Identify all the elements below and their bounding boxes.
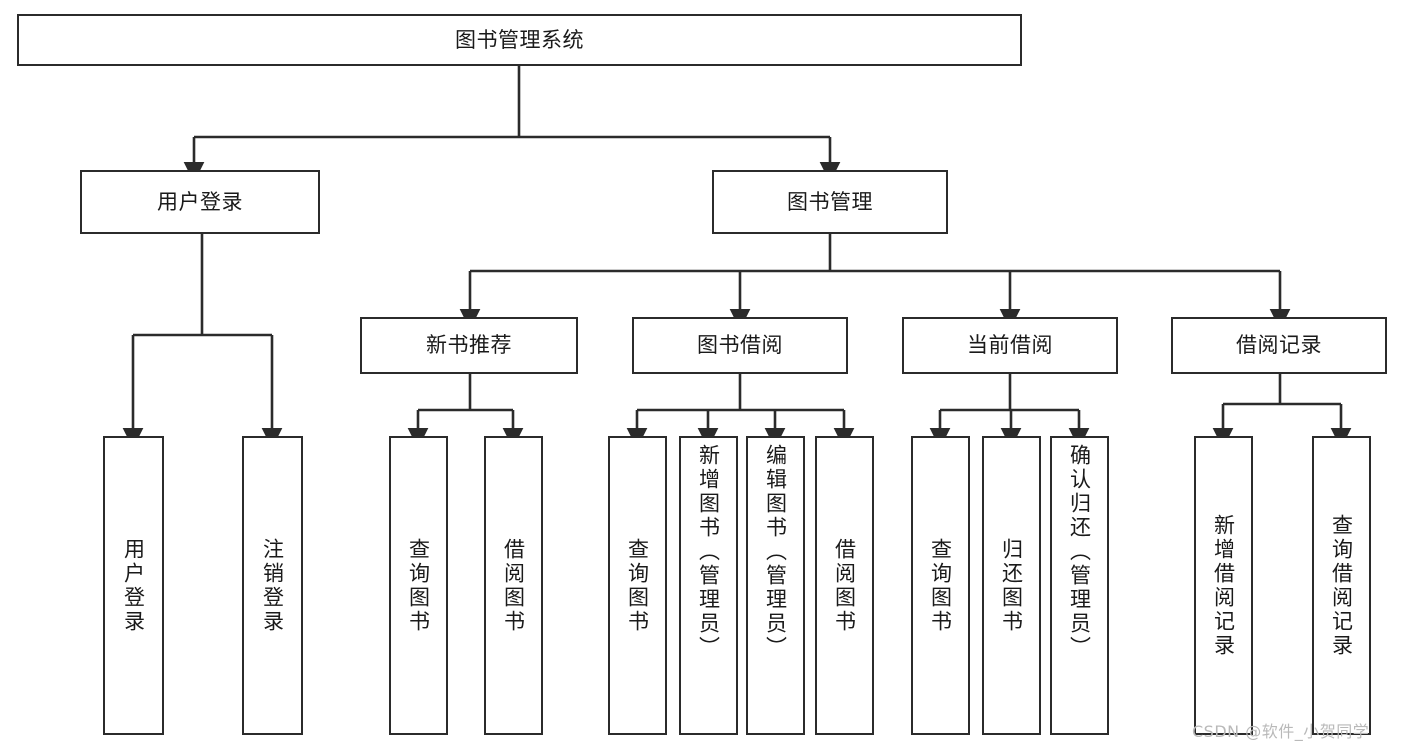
node-label: 查询图书	[625, 537, 650, 634]
leaf-edit-book-admin[interactable]: 编辑图书（管理员）	[746, 436, 805, 735]
edges-newbookrec-to-leaves	[407, 374, 524, 449]
node-label: 查询图书	[406, 537, 431, 634]
edges-bookborrow-to-leaves	[626, 374, 855, 449]
leaf-query-book-recommend[interactable]: 查询图书	[389, 436, 448, 735]
node-label: 图书借阅	[697, 333, 783, 358]
edges-bookmanage-to-level3	[459, 234, 1291, 330]
node-label: 确认归还（管理员）	[1067, 444, 1092, 660]
node-user-login[interactable]: 用户登录	[80, 170, 320, 234]
node-label: 借阅图书	[832, 537, 857, 634]
node-label: 新增图书（管理员）	[696, 444, 721, 660]
node-label: 注销登录	[260, 537, 285, 634]
leaf-return-book[interactable]: 归还图书	[982, 436, 1041, 735]
leaf-confirm-return-admin[interactable]: 确认归还（管理员）	[1050, 436, 1109, 735]
leaf-query-book-current[interactable]: 查询图书	[911, 436, 970, 735]
leaf-add-borrow-record[interactable]: 新增借阅记录	[1194, 436, 1253, 735]
node-borrow-record[interactable]: 借阅记录	[1171, 317, 1387, 374]
node-book-borrow[interactable]: 图书借阅	[632, 317, 848, 374]
leaf-add-book-admin[interactable]: 新增图书（管理员）	[679, 436, 738, 735]
node-label: 查询图书	[928, 537, 953, 634]
node-new-book-recommend[interactable]: 新书推荐	[360, 317, 578, 374]
node-label: 用户登录	[157, 189, 243, 214]
leaf-borrow-book-borrow[interactable]: 借阅图书	[815, 436, 874, 735]
edges-root-to-level2	[183, 66, 841, 183]
csdn-watermark: CSDN @软件_小贺同学	[1192, 722, 1370, 741]
node-root-system[interactable]: 图书管理系统	[17, 14, 1022, 66]
node-label: 查询借阅记录	[1329, 513, 1354, 658]
node-label: 新书推荐	[426, 333, 512, 358]
node-current-borrow[interactable]: 当前借阅	[902, 317, 1118, 374]
node-label: 编辑图书（管理员）	[763, 444, 788, 660]
node-label: 当前借阅	[967, 333, 1053, 358]
node-label: 借阅图书	[501, 537, 526, 634]
node-label: 新增借阅记录	[1211, 513, 1236, 658]
node-label: 借阅记录	[1236, 333, 1322, 358]
leaf-borrow-book-recommend[interactable]: 借阅图书	[484, 436, 543, 735]
node-book-manage[interactable]: 图书管理	[712, 170, 948, 234]
node-label: 图书管理系统	[455, 27, 584, 52]
edges-borrowrecord-to-leaves	[1212, 374, 1352, 449]
leaf-user-login[interactable]: 用户登录	[103, 436, 164, 735]
leaf-query-book-borrow[interactable]: 查询图书	[608, 436, 667, 735]
leaf-logout-login[interactable]: 注销登录	[242, 436, 303, 735]
edges-currentborrow-to-leaves	[929, 374, 1090, 449]
leaf-query-borrow-record[interactable]: 查询借阅记录	[1312, 436, 1371, 735]
node-label: 图书管理	[787, 189, 873, 214]
edges-userlogin-to-leaves	[122, 234, 283, 449]
node-label: 归还图书	[999, 537, 1024, 634]
node-label: 用户登录	[121, 537, 146, 634]
